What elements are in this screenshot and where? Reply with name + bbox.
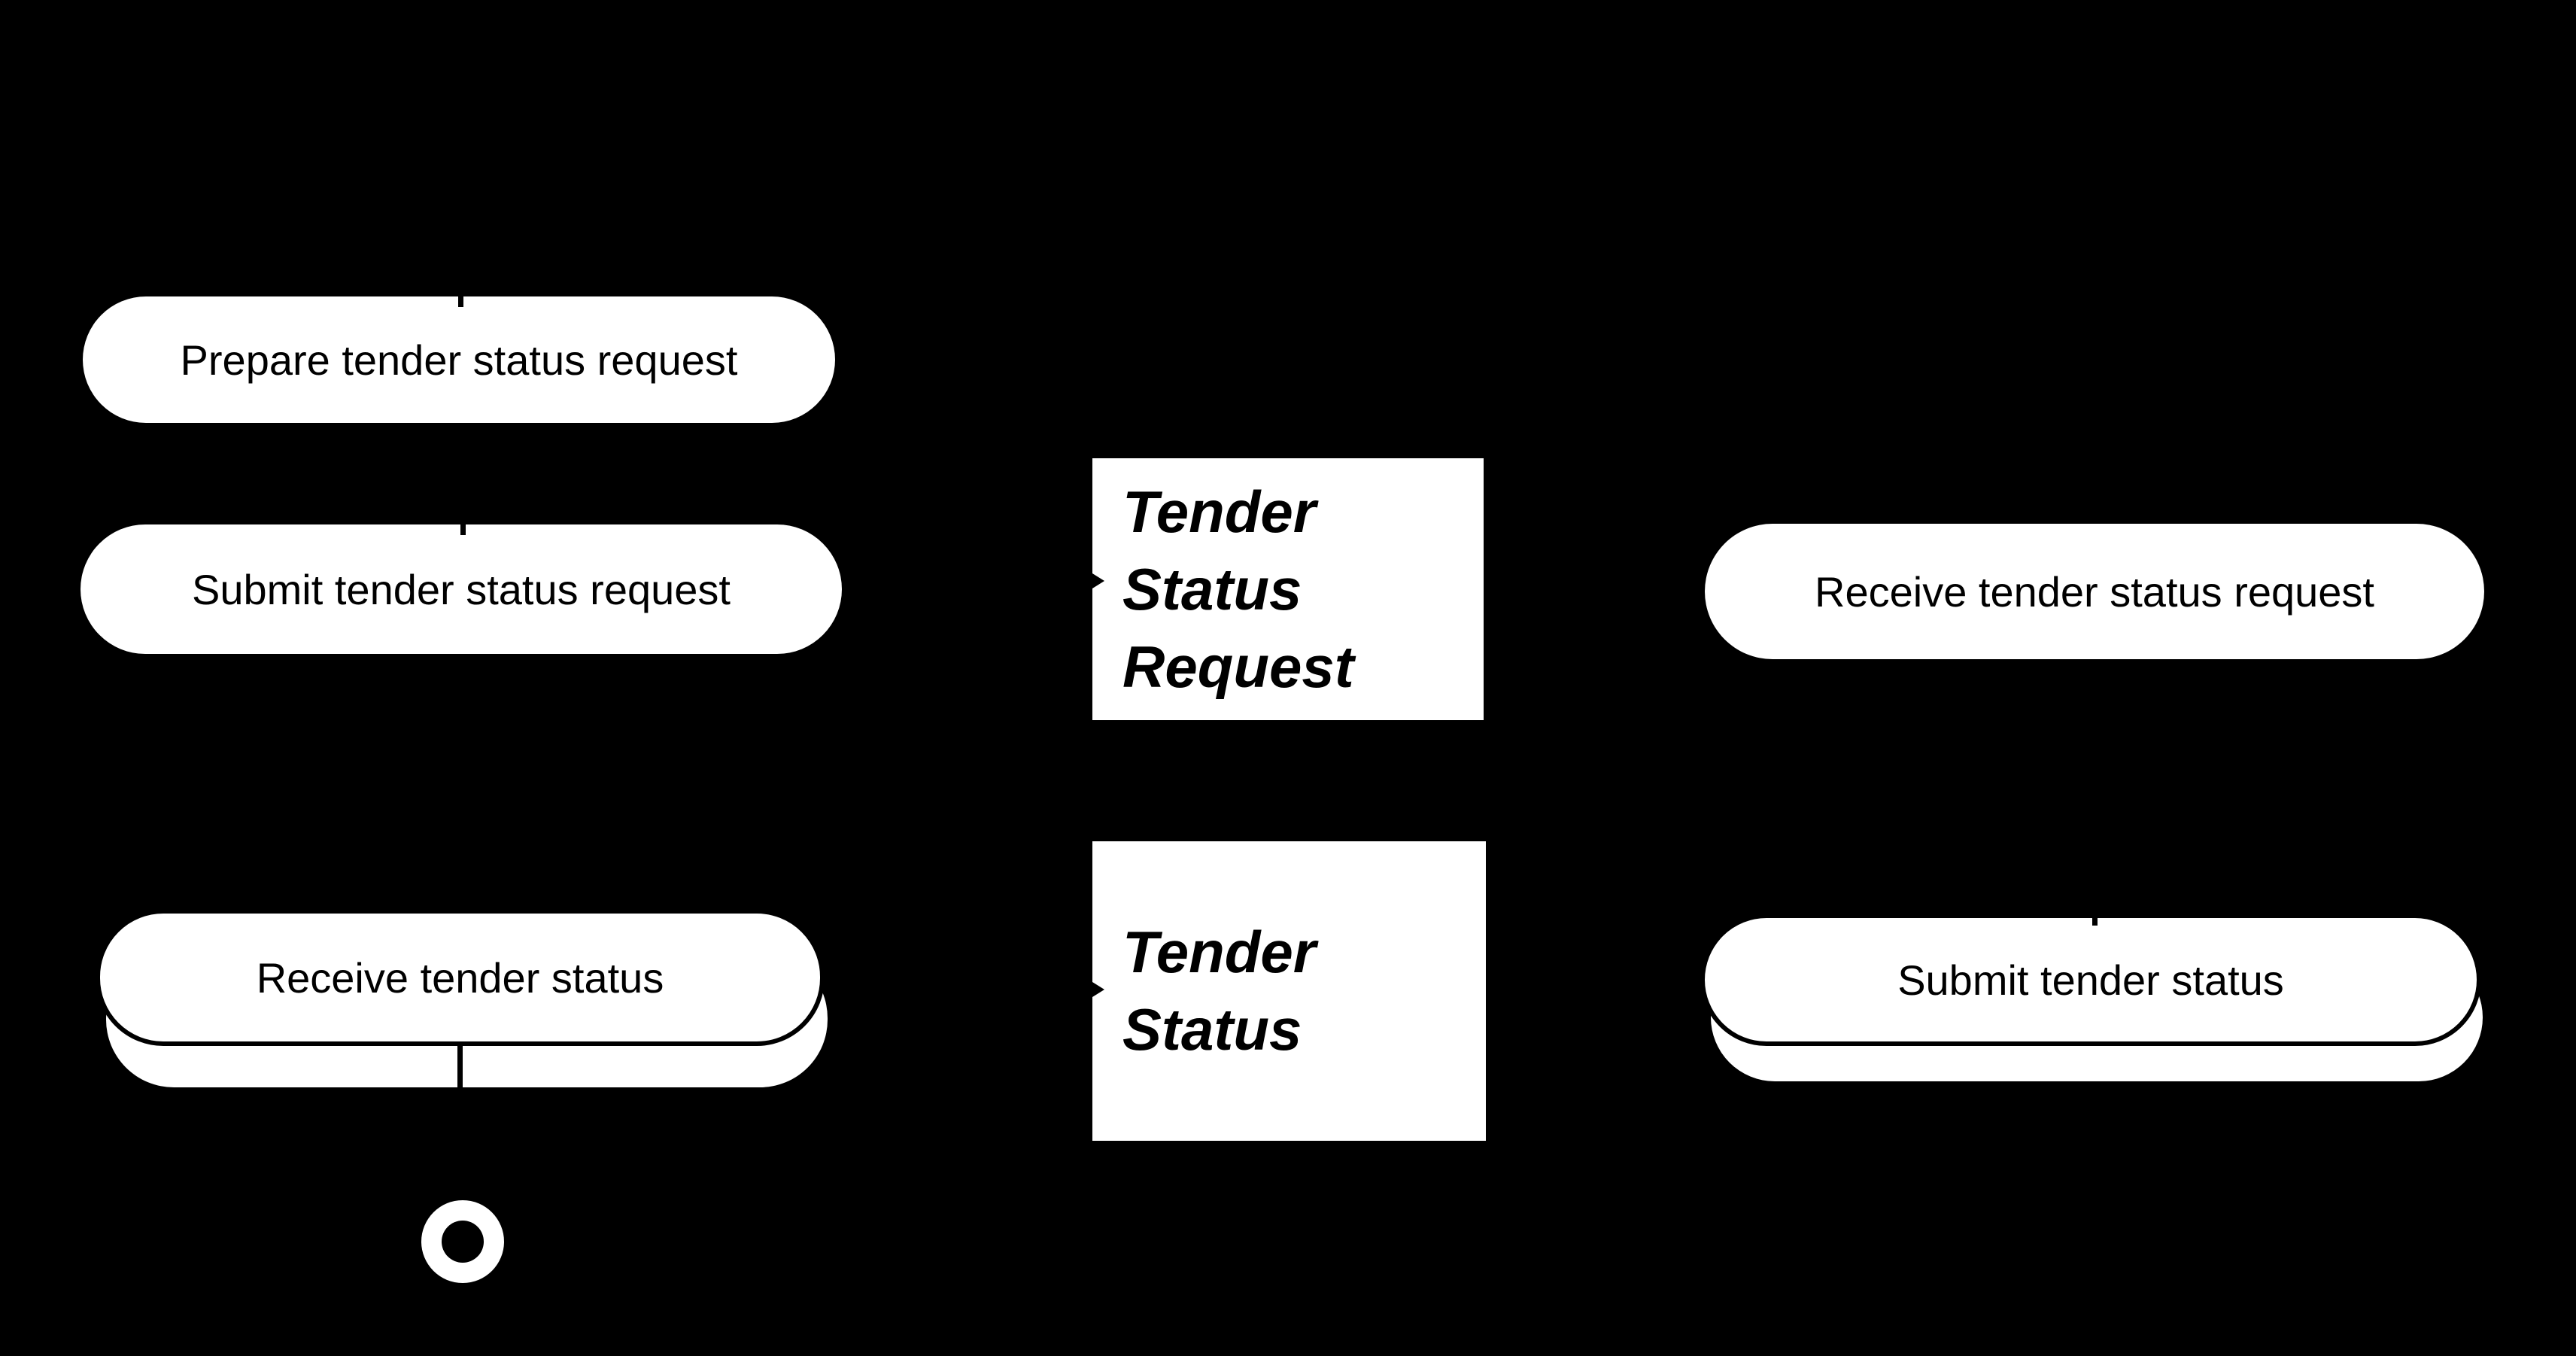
sequence-flow-arrowhead — [460, 524, 466, 535]
data-object-label-line: Status — [1122, 996, 1302, 1063]
sequence-flow-line — [457, 1044, 463, 1202]
data-object-label-line: Status — [1122, 555, 1302, 622]
task-label: Submit tender status request — [192, 565, 731, 613]
task-label: Submit tender status — [1897, 956, 2284, 1004]
end-event-terminate[interactable] — [421, 1200, 504, 1283]
task-prepare-tender-status-request[interactable]: Prepare tender status request — [83, 296, 835, 423]
task-label: Prepare tender status request — [180, 336, 738, 384]
sequence-flow-arrowhead — [458, 296, 463, 307]
sequence-flow-arrowhead — [2092, 913, 2098, 926]
task-receive-tender-status[interactable]: Receive tender status — [96, 909, 825, 1046]
data-object-label-line: Tender — [1122, 478, 1317, 545]
task-stack-submit-tender-status: Submit tender status — [1700, 914, 2486, 1083]
task-submit-tender-status-request[interactable]: Submit tender status request — [80, 524, 842, 654]
data-object-tender-status[interactable]: Tender Status — [1092, 841, 1486, 1141]
data-object-label-line: Request — [1122, 633, 1354, 700]
terminate-icon — [442, 1221, 484, 1263]
task-submit-tender-status[interactable]: Submit tender status — [1700, 914, 2481, 1046]
association-arrowhead — [1092, 982, 1104, 997]
task-stack-receive-tender-status: Receive tender status — [96, 909, 829, 1090]
association-arrowhead — [1092, 573, 1104, 588]
task-receive-tender-status-request[interactable]: Receive tender status request — [1705, 524, 2484, 659]
data-object-label-line: Tender — [1122, 919, 1317, 985]
data-object-tender-status-request[interactable]: Tender Status Request — [1092, 458, 1484, 720]
task-label: Receive tender status request — [1815, 567, 2374, 616]
task-label: Receive tender status — [256, 953, 664, 1002]
